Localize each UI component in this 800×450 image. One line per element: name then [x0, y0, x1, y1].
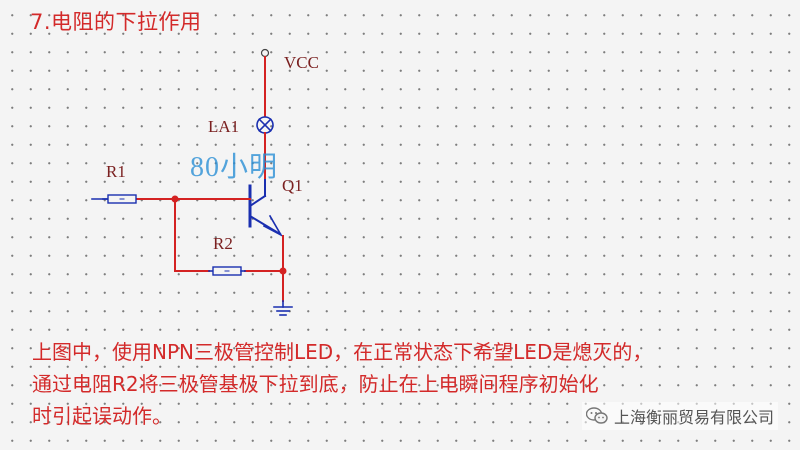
resistor-r1-symbol: [102, 194, 137, 204]
watermark: 上海衡丽贸易有限公司: [581, 402, 778, 430]
resistor-r2-symbol: [208, 266, 246, 276]
transistor-q1-label: Q1: [282, 176, 303, 195]
vcc-label: VCC: [284, 53, 319, 72]
ground-icon: [273, 300, 293, 316]
wechat-icon: [585, 407, 608, 424]
lamp-la1-symbol: [256, 116, 274, 134]
transistor-q1-symbol: [248, 179, 284, 238]
vcc-terminal: [260, 48, 270, 58]
junction-node-base: [171, 195, 179, 203]
resistor-r1-label: R1: [106, 162, 126, 181]
description-line-2: 通过电阻R2将三极管基极下拉到底，防止在上电瞬间程序初始化: [32, 372, 599, 396]
resistor-r2-label: R2: [213, 234, 233, 253]
lamp-la1-label: LA1: [208, 117, 239, 136]
diagram-heading: 7.电阻的下拉作用: [30, 10, 202, 34]
description-line-1: 上图中，使用NPN三极管控制LED，在正常状态下希望LED是熄灭的，: [32, 340, 653, 364]
watermark-text: 上海衡丽贸易有限公司: [613, 408, 774, 427]
description-text: 上图中，使用NPN三极管控制LED，在正常状态下希望LED是熄灭的， 通过电阻R…: [32, 336, 772, 432]
description-line-3: 时引起误动作。: [32, 404, 172, 428]
author-overlay-text: 80小明: [190, 152, 279, 183]
junction-node-emitter: [279, 267, 287, 275]
